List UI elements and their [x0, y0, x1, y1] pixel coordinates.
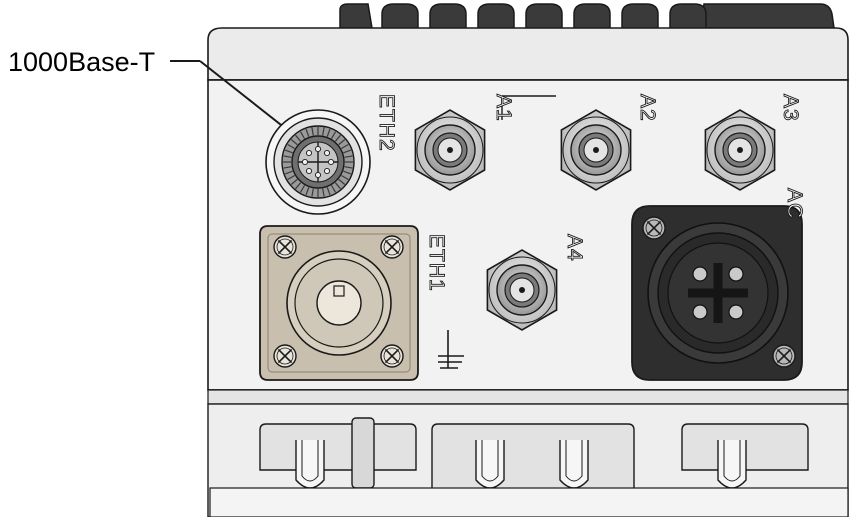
eth2-pin [323, 167, 331, 175]
a3-rf-connector[interactable] [704, 109, 776, 191]
screw [772, 344, 796, 368]
eth2-pin [323, 149, 331, 157]
upper-housing [207, 27, 849, 81]
callout-leader-diagonal [199, 60, 291, 133]
screw [380, 235, 404, 259]
eth2-label: ETH2 [375, 94, 398, 152]
callout-label: 1000Base-T [8, 47, 155, 77]
eth1-label: ETH1 [425, 234, 448, 292]
screw [642, 216, 666, 240]
a4-rf-connector[interactable] [486, 249, 558, 331]
eth2-pin [305, 149, 313, 157]
ac-pin [728, 266, 744, 282]
eth2-pin [327, 158, 335, 166]
screw [273, 235, 297, 259]
lower-housing [207, 403, 849, 517]
ground-symbol-icon [438, 330, 464, 369]
screw [273, 344, 297, 368]
port-labels: ETH2 ETH1 A1 A2 A3 A4 AC [375, 94, 807, 293]
a2-rf-connector[interactable] [560, 109, 632, 191]
ac-pin [728, 304, 744, 320]
screw [380, 344, 404, 368]
ac-label: AC [783, 188, 806, 219]
eth1-connector[interactable] [259, 225, 419, 381]
mounting-slot [717, 440, 747, 489]
ac-pin [692, 304, 708, 320]
a3-label: A3 [779, 94, 802, 122]
mounting-slot [475, 440, 505, 489]
eth2-pin [314, 145, 322, 153]
callout: 1000Base-T [8, 47, 291, 133]
mounting-slot [295, 440, 325, 489]
eth2-connector[interactable] [265, 109, 371, 215]
eth2-pin [314, 171, 322, 179]
eth2-pin [305, 167, 313, 175]
a4-label: A4 [563, 234, 586, 262]
a2-label: A2 [636, 94, 659, 122]
mounting-slot [559, 440, 589, 489]
ac-connector[interactable] [631, 205, 803, 381]
a1-rf-connector[interactable] [414, 109, 486, 191]
a1-label: A1 [492, 94, 515, 122]
ac-pin [692, 266, 708, 282]
eth2-pin [301, 158, 309, 166]
